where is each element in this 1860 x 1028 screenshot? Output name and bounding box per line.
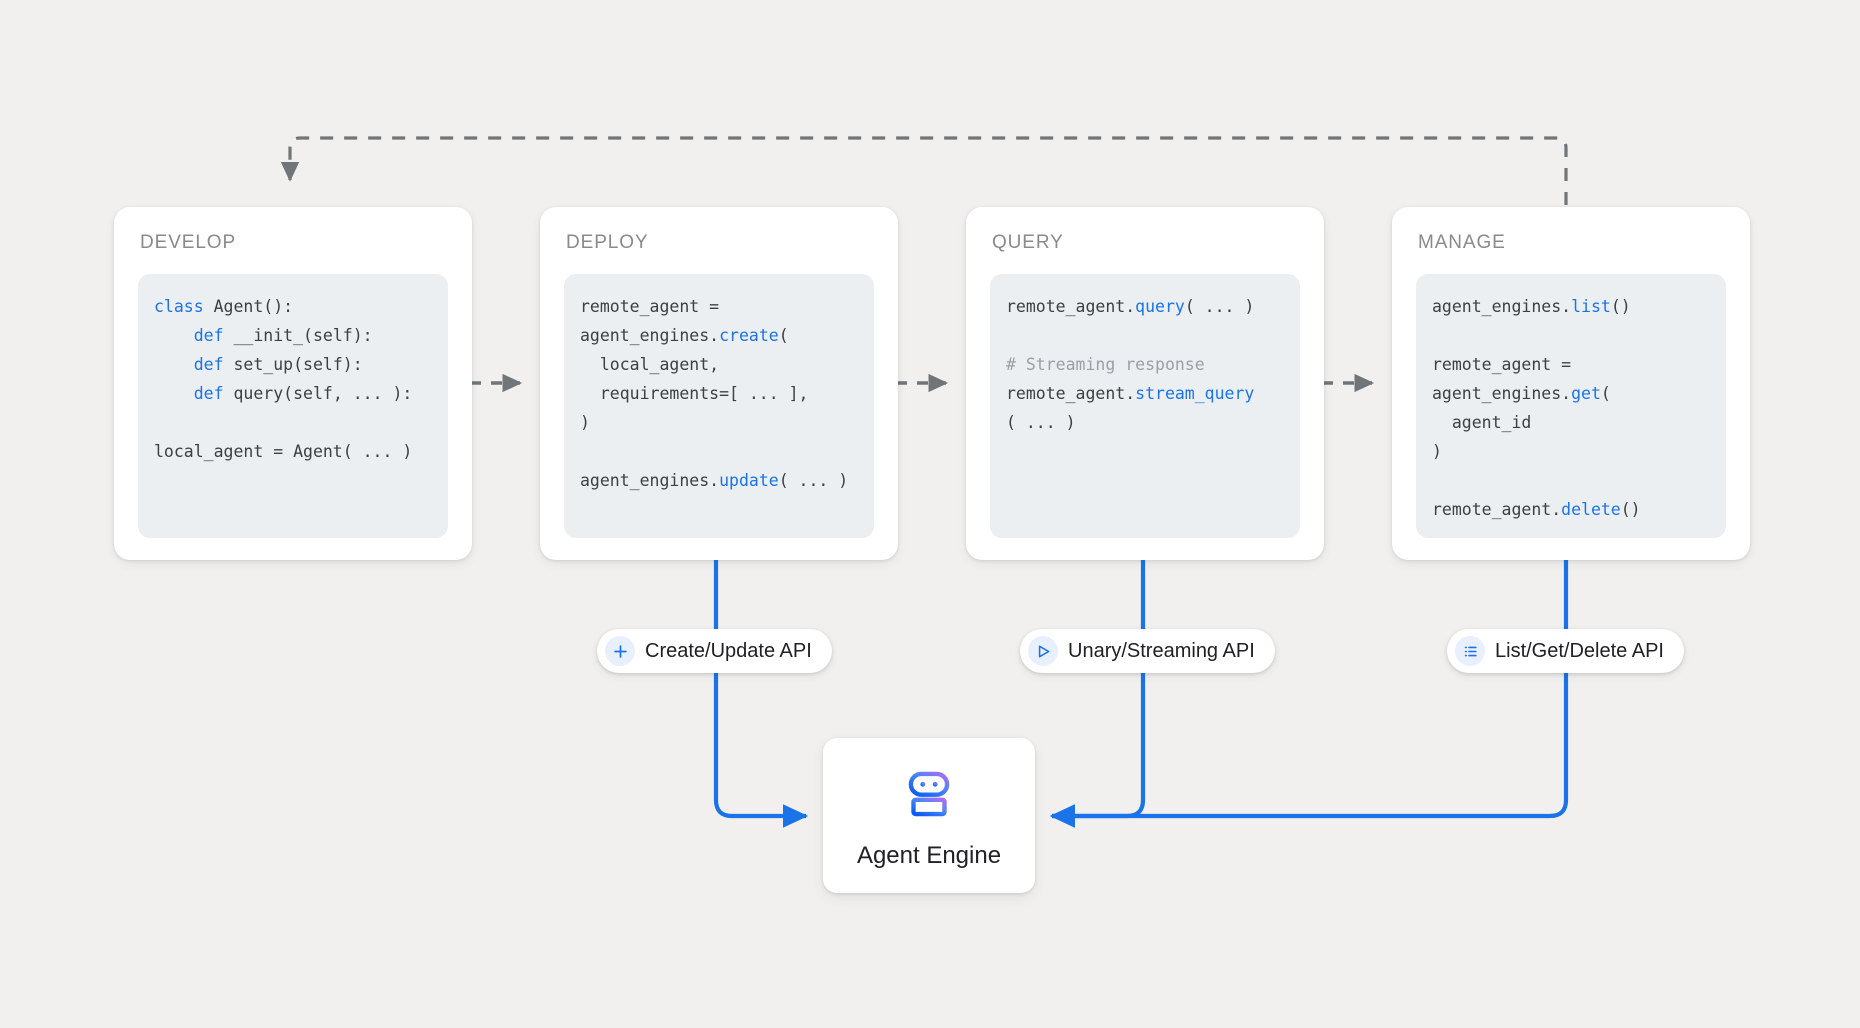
api-pill-label-unary-streaming: Unary/Streaming API bbox=[1068, 640, 1255, 662]
robot-icon bbox=[898, 763, 960, 830]
api-pill-label-create-update: Create/Update API bbox=[645, 640, 812, 662]
code-text-manage: agent_engines.list() remote_agent = agen… bbox=[1432, 297, 1641, 519]
stage-card-query: QUERY remote_agent.query( ... ) # Stream… bbox=[966, 207, 1324, 560]
stage-title-manage: MANAGE bbox=[1418, 232, 1506, 253]
send-triangle-icon bbox=[1028, 636, 1058, 666]
api-pill-unary-streaming[interactable]: Unary/Streaming API bbox=[1020, 629, 1275, 673]
agent-engine-label: Agent Engine bbox=[856, 842, 1002, 869]
list-icon bbox=[1455, 636, 1485, 666]
feedback-loop-arrow bbox=[280, 136, 1568, 205]
stage-title-deploy: DEPLOY bbox=[566, 232, 649, 253]
wire-unary-streaming bbox=[1049, 560, 1146, 828]
stage-title-query: QUERY bbox=[992, 232, 1064, 253]
code-block-deploy: remote_agent = agent_engines.create( loc… bbox=[564, 274, 874, 538]
stage-card-deploy: DEPLOY remote_agent = agent_engines.crea… bbox=[540, 207, 898, 560]
wire-create-update bbox=[713, 560, 809, 828]
plus-icon bbox=[605, 636, 635, 666]
agent-engine-node[interactable]: Agent Engine bbox=[823, 738, 1035, 893]
code-text-deploy: remote_agent = agent_engines.create( loc… bbox=[580, 297, 849, 490]
api-pill-label-list-get-delete: List/Get/Delete API bbox=[1495, 640, 1664, 662]
code-block-query: remote_agent.query( ... ) # Streaming re… bbox=[990, 274, 1300, 538]
code-text-develop: class Agent(): def __init_(self): def se… bbox=[154, 297, 413, 461]
api-pill-list-get-delete[interactable]: List/Get/Delete API bbox=[1447, 629, 1684, 673]
code-block-manage: agent_engines.list() remote_agent = agen… bbox=[1416, 274, 1726, 538]
code-block-develop: class Agent(): def __init_(self): def se… bbox=[138, 274, 448, 538]
wire-list-get-delete bbox=[1049, 560, 1569, 828]
api-pill-create-update[interactable]: Create/Update API bbox=[597, 629, 832, 673]
stage-card-manage: MANAGE agent_engines.list() remote_agent… bbox=[1392, 207, 1750, 560]
code-text-query: remote_agent.query( ... ) # Streaming re… bbox=[1006, 297, 1255, 432]
stage-title-develop: DEVELOP bbox=[140, 232, 237, 253]
stage-card-develop: DEVELOP class Agent(): def __init_(self)… bbox=[114, 207, 472, 560]
